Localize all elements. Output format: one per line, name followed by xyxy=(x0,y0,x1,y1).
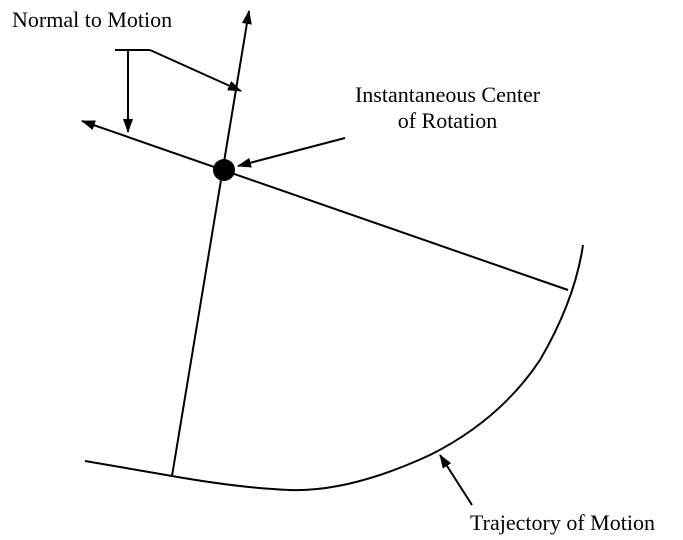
normal-to-motion-label: Normal to Motion xyxy=(12,7,173,32)
icr-label-line1: Instantaneous Center xyxy=(354,82,541,107)
icr-label-pointer xyxy=(237,137,346,168)
icr-label: Instantaneous Center of Rotation xyxy=(330,82,565,134)
icr-label-line2: of Rotation xyxy=(397,108,498,133)
icr-point xyxy=(213,159,235,181)
normal-line-vertical xyxy=(171,10,252,477)
normal-label-pointer-right xyxy=(149,49,242,92)
trajectory-label: Trajectory of Motion xyxy=(470,510,655,535)
trajectory-curve xyxy=(84,244,584,492)
normal-line-diagonal xyxy=(81,120,569,291)
trajectory-label-pointer xyxy=(439,454,473,506)
